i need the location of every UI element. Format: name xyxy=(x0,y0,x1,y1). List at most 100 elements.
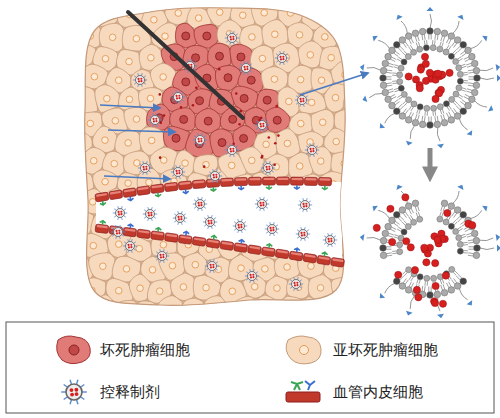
cell-nucleus xyxy=(347,203,354,210)
nanoparticle xyxy=(193,133,207,147)
lipid-head xyxy=(411,49,417,55)
cell-nucleus xyxy=(203,284,210,291)
drug-molecule xyxy=(389,238,396,245)
arrows xyxy=(100,73,430,179)
lipid-tail xyxy=(404,273,407,276)
drug-dot xyxy=(303,234,305,236)
cell-nucleus xyxy=(91,73,98,80)
nanoparticle-shell xyxy=(308,146,317,155)
lipid-head xyxy=(473,82,480,89)
targeting-ligand xyxy=(373,206,378,212)
lipid-head xyxy=(399,113,406,120)
lipid-tail xyxy=(463,72,467,74)
drug-molecule xyxy=(446,69,453,76)
cell-nucleus xyxy=(75,13,82,20)
lipid-tail xyxy=(468,252,473,254)
receptor xyxy=(99,220,105,225)
lipid-tail xyxy=(458,97,462,99)
lipid-head xyxy=(437,104,443,110)
drug-molecule xyxy=(405,73,412,80)
lipid-head xyxy=(405,224,411,230)
drug-molecule xyxy=(439,300,446,307)
legend-icons xyxy=(57,336,321,404)
lipid-tail xyxy=(440,280,442,284)
subnecrotic-cell xyxy=(322,3,345,28)
lipid-tail xyxy=(398,227,402,229)
drug-dot xyxy=(138,80,140,82)
subnecrotic-cell xyxy=(338,0,370,10)
lipid-head xyxy=(473,237,480,244)
drug-dot xyxy=(244,68,246,70)
drug-dot xyxy=(262,204,264,206)
lipid-tail xyxy=(441,115,443,120)
lipid-head xyxy=(417,46,423,52)
lipid-tail xyxy=(392,75,396,76)
drug-molecule xyxy=(444,209,451,216)
cell-nucleus xyxy=(180,284,187,291)
lipid-head xyxy=(448,53,454,59)
endothelial-cell xyxy=(317,251,332,265)
lipid-head xyxy=(457,248,463,254)
lipid-tail xyxy=(418,212,420,216)
targeting-ligand xyxy=(406,141,413,146)
cell-body xyxy=(58,22,80,57)
lipid-tail xyxy=(434,34,436,39)
subnecrotic-cell xyxy=(179,298,205,332)
targeting-ligand xyxy=(497,245,500,252)
lipid-tail xyxy=(442,109,444,113)
released-drug xyxy=(274,142,277,145)
nanoparticle xyxy=(61,380,87,404)
lipid-tail xyxy=(417,279,418,283)
lipid-tail xyxy=(456,106,460,110)
flow-arrow xyxy=(108,130,175,132)
endothelial-highlight xyxy=(318,256,329,260)
cell-nucleus xyxy=(144,314,151,321)
subnecrotic-cell xyxy=(111,300,137,331)
lipid-head xyxy=(465,102,472,109)
drug-dot xyxy=(117,211,119,213)
lipid-head xyxy=(434,121,441,128)
drug-dot xyxy=(116,232,118,234)
endothelial-highlight xyxy=(96,193,107,197)
lipid-tail xyxy=(443,114,445,119)
lipid-head xyxy=(399,37,406,44)
drug-molecule xyxy=(422,77,429,84)
endothelial-highlight xyxy=(222,242,233,246)
lipid-tail xyxy=(388,89,393,91)
peg-chain xyxy=(479,238,493,241)
receptor xyxy=(321,252,328,257)
endothelial-body xyxy=(247,245,261,255)
cell-body xyxy=(111,300,137,331)
drug-dot xyxy=(246,66,248,68)
endothelial-highlight xyxy=(208,240,219,244)
released-drug xyxy=(275,105,278,108)
nanoparticle xyxy=(171,90,185,104)
lipid-tail xyxy=(441,285,443,290)
lipid-tail xyxy=(456,46,460,50)
peg-chain xyxy=(453,191,459,203)
tissue-background xyxy=(85,8,346,306)
drug-dot xyxy=(232,36,234,38)
lipid-tail xyxy=(392,250,396,252)
released-drug xyxy=(159,93,162,96)
liposome xyxy=(360,7,500,148)
subnecrotic-cell xyxy=(90,295,115,331)
lipid-head xyxy=(406,267,412,273)
endothelial-body xyxy=(290,177,303,185)
drug-dot xyxy=(229,36,231,38)
cell-nucleus xyxy=(168,310,175,317)
lipid-tail xyxy=(424,286,426,291)
endothelial-cell xyxy=(95,192,110,206)
drug-dot xyxy=(279,56,281,58)
lipid-head xyxy=(398,85,404,91)
lipid-tail xyxy=(428,117,429,123)
cell-nucleus xyxy=(75,180,82,187)
lipid-tail xyxy=(468,85,473,87)
cell-nucleus xyxy=(182,78,190,86)
targeting-ligand xyxy=(467,300,473,305)
cell-nucleus xyxy=(238,265,245,272)
cell-nucleus xyxy=(66,0,73,3)
lipid-head xyxy=(393,278,400,285)
drug-dot xyxy=(208,222,210,224)
legend-frame xyxy=(6,322,494,413)
